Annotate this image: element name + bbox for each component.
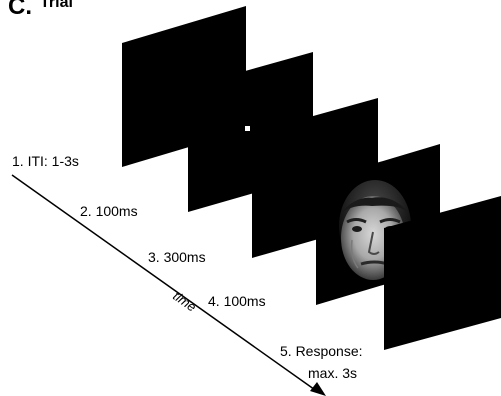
fixation-cross [245, 126, 250, 131]
time-axis-arrowhead [310, 382, 326, 396]
panel-heading: Trial [40, 0, 73, 11]
step-2-label: 2. 100ms [80, 203, 138, 219]
step-3-label: 3. 300ms [148, 249, 206, 265]
step-5-label: 5. Response: [280, 343, 363, 359]
step-4-label: 4. 100ms [208, 293, 266, 309]
step-5-label-line2: max. 3s [308, 365, 357, 381]
step-1-label: 1. ITI: 1-3s [12, 153, 79, 169]
screen-5-response [384, 196, 501, 350]
time-axis-label: time [170, 288, 199, 314]
time-axis-line [11, 174, 319, 393]
panel-letter: C. [8, 0, 32, 20]
